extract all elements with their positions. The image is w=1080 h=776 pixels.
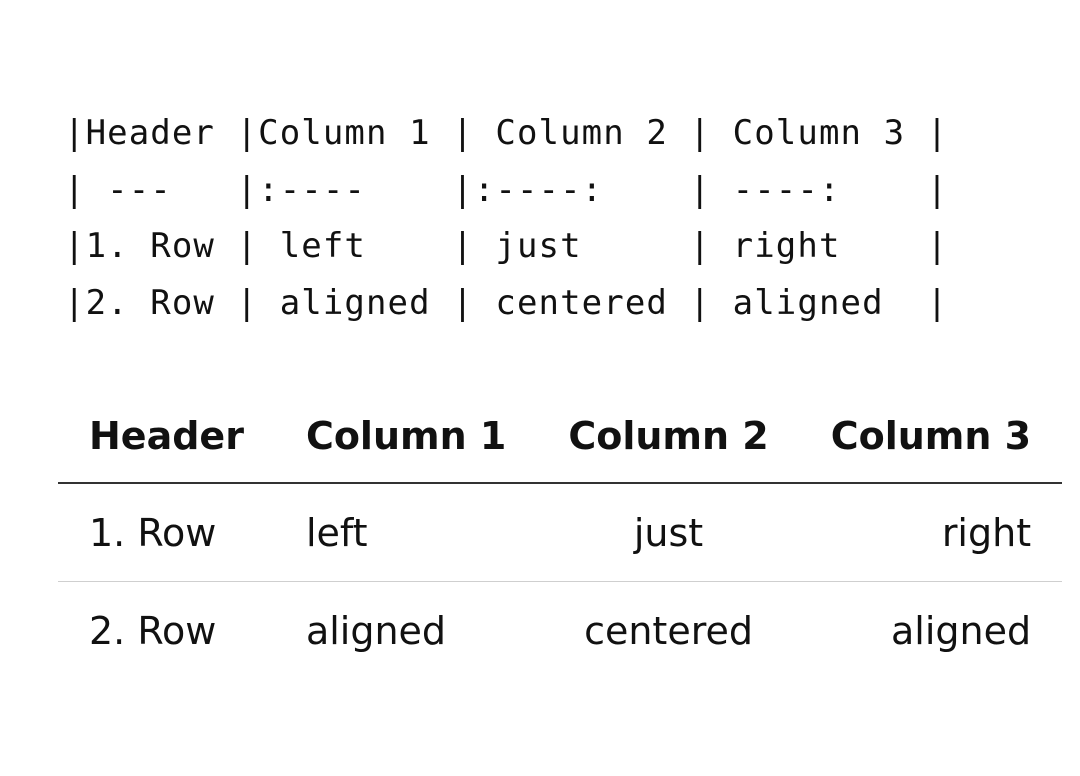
source-line-alignment: | --- |:---- |:----: | ----: | <box>64 169 949 210</box>
source-line-row-1: |1. Row | left | just | right | <box>64 226 949 266</box>
table-cell: centered <box>584 608 753 653</box>
table-header-row: Header Column 1 Column 2 Column 3 <box>58 390 1063 484</box>
source-line-row-2: |2. Row | aligned | centered | aligned | <box>64 282 949 323</box>
table-row: 1. Row left just right <box>58 483 1063 582</box>
table-cell: 1. Row <box>58 483 275 582</box>
table-cell: aligned <box>891 608 1032 653</box>
table-cell: aligned <box>305 608 447 653</box>
markdown-source-block: |Header |Column 1 | Column 2 | Column 3 … <box>64 105 948 331</box>
table-cell: 2. Row <box>89 608 217 653</box>
source-line-header: |Header |Column 1 | Column 2 | Column 3 … <box>64 113 949 153</box>
table-cell: right <box>799 483 1063 582</box>
table-cell: left <box>274 483 538 582</box>
table-row: 2. Row aligned centered aligned <box>58 582 1062 680</box>
column-header: Header <box>58 390 275 484</box>
column-header: Column 1 <box>274 390 538 484</box>
column-header: Column 2 <box>537 390 800 484</box>
column-header: Column 3 <box>799 390 1063 484</box>
table-cell: just <box>537 483 800 582</box>
rendered-table: Header Column 1 Column 2 Column 3 1. Row… <box>58 390 1063 680</box>
